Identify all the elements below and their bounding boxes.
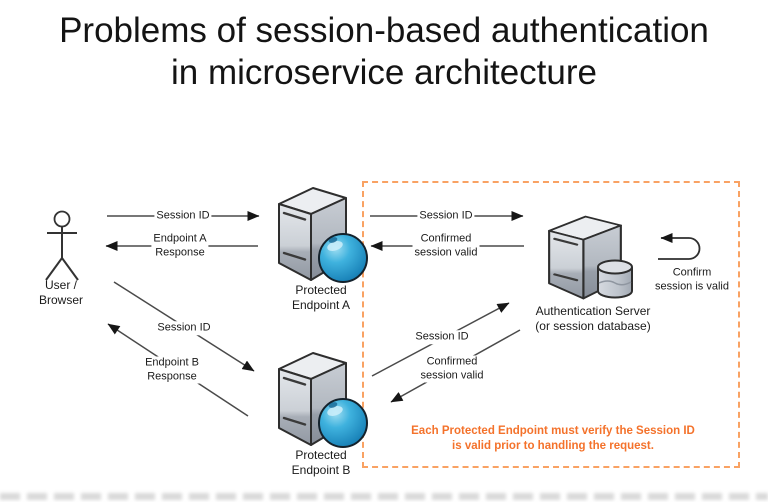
page-title-line2: in microservice architecture	[171, 53, 597, 92]
label-confirmed-session-valid-a: Confirmed session valid	[412, 232, 480, 260]
self-loop-confirm-arrow	[658, 233, 701, 260]
user-actor-icon	[45, 210, 79, 281]
authentication-server-icon	[547, 215, 633, 300]
protected-endpoint-b-server-icon	[279, 353, 367, 447]
label-session-id-user-a: Session ID	[154, 209, 212, 223]
page-title: Problems of session-based authentication…	[0, 10, 768, 94]
page-title-line1: Problems of session-based authentication	[59, 11, 709, 50]
user-browser-caption: User / Browser	[38, 278, 84, 307]
verification-note: Each Protected Endpoint must verify the …	[411, 425, 695, 452]
label-endpoint-b-response: Endpoint B Response	[143, 356, 201, 384]
protected-endpoint-a-server-icon	[279, 188, 367, 282]
auth-boundary-dashed-box	[362, 181, 740, 468]
protected-endpoint-a-caption: Protected Endpoint A	[291, 283, 351, 312]
label-confirm-session-is-valid: Confirm session is valid	[655, 266, 729, 293]
protected-endpoint-b-caption: Protected Endpoint B	[291, 448, 351, 477]
cropped-bottom-artifact	[0, 493, 768, 500]
label-session-id-a-auth: Session ID	[417, 209, 475, 223]
authentication-server-caption: Authentication Server (or session databa…	[535, 304, 651, 333]
label-confirmed-session-valid-b: Confirmed session valid	[418, 355, 486, 383]
label-session-id-b-auth: Session ID	[413, 330, 471, 344]
label-session-id-user-b: Session ID	[155, 321, 213, 335]
label-endpoint-a-response: Endpoint A Response	[151, 232, 209, 260]
